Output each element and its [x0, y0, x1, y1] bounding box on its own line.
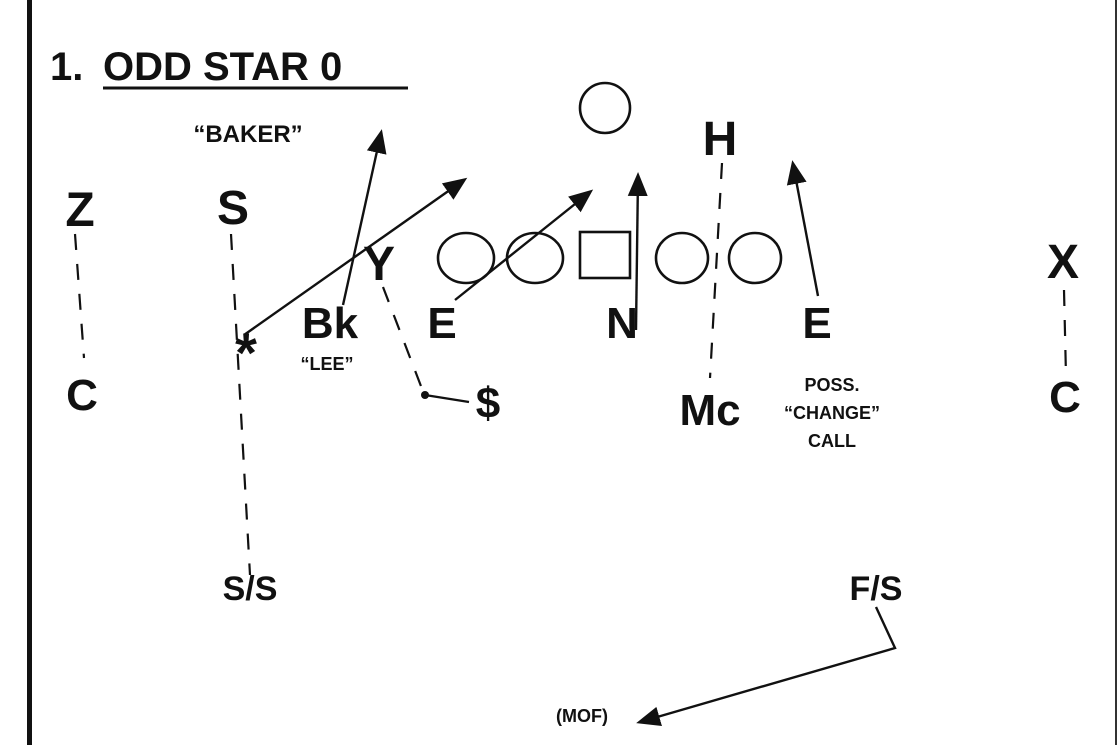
x-corner-dash	[1062, 289, 1068, 377]
buck-blitz-arrow	[341, 129, 387, 306]
left-tackle-circle	[436, 231, 496, 285]
defense-strong-safety: S/S	[223, 570, 278, 608]
center-square	[578, 230, 632, 280]
offense-z: Z	[65, 184, 94, 237]
offense-y: Y	[363, 238, 395, 291]
defense-sam: S	[217, 182, 249, 235]
defense-corner-left: C	[66, 371, 98, 420]
end-right-arrow	[786, 160, 820, 297]
call-label: CALL	[808, 431, 856, 451]
mof-label: (MOF)	[556, 706, 608, 726]
right-border	[1115, 0, 1117, 745]
z-corner-dash	[73, 233, 86, 359]
offense-x: X	[1047, 236, 1079, 289]
defense-mac: Mc	[679, 386, 740, 435]
quarterback-circle	[578, 81, 632, 135]
left-border	[27, 0, 32, 745]
defense-end-left: E	[427, 299, 456, 348]
title-name: ODD STAR 0	[103, 45, 342, 89]
right-guard-circle	[654, 231, 710, 285]
offense-h: H	[703, 113, 738, 166]
baker-call: “BAKER”	[193, 121, 302, 148]
defense-buck: Bk	[302, 299, 359, 348]
defense-corner-right: C	[1049, 373, 1081, 422]
h-mac-dash	[708, 162, 724, 379]
money-line	[424, 393, 470, 404]
end-left-slant-arrow	[454, 189, 594, 301]
nose-arrow	[627, 172, 648, 331]
left-guard-circle	[505, 231, 565, 285]
right-tackle-circle	[727, 231, 783, 285]
lee-call: “LEE”	[300, 354, 353, 374]
defense-nose: N	[606, 299, 638, 348]
defense-end-right: E	[802, 299, 831, 348]
y-money-dash	[381, 286, 426, 395]
title-number: 1.	[50, 45, 83, 89]
poss-label: POSS.	[804, 375, 859, 395]
free-safety-arrow	[636, 606, 897, 727]
sam-safety-dash	[229, 233, 252, 576]
defense-money: $	[476, 379, 500, 428]
defense-free-safety: F/S	[850, 570, 903, 608]
defense-star: *	[235, 321, 257, 384]
change-call-label: “CHANGE”	[784, 403, 880, 423]
